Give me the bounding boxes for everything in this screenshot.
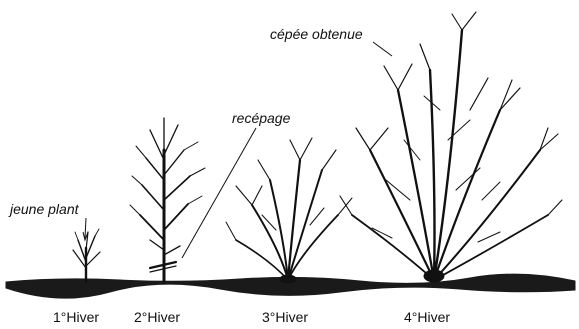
- plant-year-3: [226, 138, 352, 283]
- label-winter-1: 1°Hiver: [53, 310, 99, 324]
- plant-year-4: [340, 12, 562, 282]
- label-jeune-plant: jeune plant: [10, 202, 79, 216]
- annotation-pointers: [83, 42, 392, 258]
- label-winter-2: 2°Hiver: [134, 310, 180, 324]
- label-winter-3: 3°Hiver: [262, 310, 308, 324]
- label-recepage: recépage: [232, 111, 290, 125]
- label-winter-4: 4°Hiver: [404, 310, 450, 324]
- plant-year-2: [130, 118, 205, 282]
- label-cepee-obtenue: cépée obtenue: [270, 27, 363, 41]
